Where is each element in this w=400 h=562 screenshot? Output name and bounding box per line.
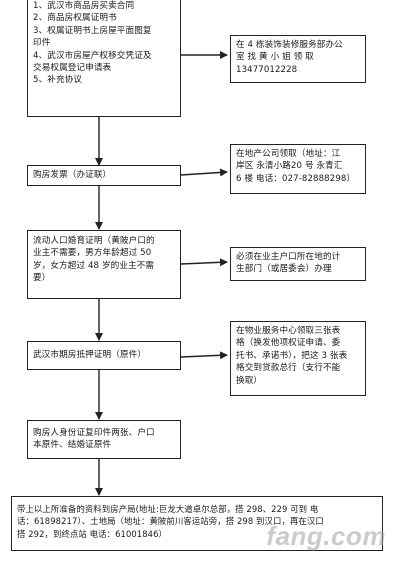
step-3-note-line: 生部门（或居委会）办理 — [236, 264, 332, 275]
step-3-line: 业主不需要，男方年龄超过 50 — [33, 248, 152, 259]
step-1-line: 2、商品房权属证明书 — [33, 13, 117, 24]
step-4-mortgage-box: 武汉市期房抵押证明（原件） — [27, 341, 181, 370]
step-4-note-line: 换取） — [236, 375, 263, 386]
step-2-note-line: 在地产公司领取（地址：江 — [236, 149, 341, 159]
step-1-line: 5、补充协议 — [33, 75, 83, 86]
step-3-line: 岁，女方超过 48 岁的业主不需 — [33, 260, 155, 271]
step-5-line: 购房人身份证复印件两张、户口 — [33, 428, 155, 438]
step-2-note-line: 岸区 永清小路20 号 永青汇 — [236, 161, 343, 172]
step-2-note-line: 6 楼 电话：027-82888298） — [236, 173, 356, 184]
step-1-line: 印件 — [33, 38, 51, 49]
step-4-note-line: 托书、承诺书），把这 3 张表 — [236, 350, 348, 361]
step-1-line: 3、权属证明书上房屋平面图复 — [33, 25, 152, 36]
arrow-right-4 — [180, 351, 228, 360]
step-2-line: 购房发票（办证联） — [33, 170, 112, 180]
arrow-right-3 — [180, 258, 228, 267]
step-1-line: 4、武汉市房屋产权移交凭证及 — [33, 50, 152, 61]
watermark-dot: . — [323, 521, 332, 551]
step-3-note-line: 必须在业主户口所在地的计 — [236, 252, 341, 262]
step-4-note-line: 格交到贷款总行（支行不能 — [236, 363, 341, 374]
step-6-line: 带上以上所准备的资料到房产局(地址:巨龙大道卓尔总部，搭 298、229 可到 … — [17, 504, 319, 514]
watermark-prefix: fang — [266, 521, 324, 551]
fang-watermark-logo: fang.com — [266, 521, 386, 552]
step-4-note-line: 格（换发他项权证申请、委 — [236, 338, 341, 349]
arrow-right-2 — [180, 168, 228, 177]
step-4-side-note: 在物业服务中心领取三张表 格（换发他项权证申请、委 托书、承诺书），把这 3 张… — [230, 321, 366, 396]
step-3-line: 流动人口婚育证明（黄陂户口的 — [33, 236, 155, 246]
step-3-fertility-box: 流动人口婚育证明（黄陂户口的 业主不需要，男方年龄超过 50 岁，女方超过 48… — [27, 230, 181, 299]
step-5-id-docs-box: 购房人身份证复印件两张、户口 本原件、结婚证原件 — [27, 420, 181, 459]
watermark-suffix: com — [331, 521, 386, 551]
step-1-documents-box: 1、武汉市商品房买卖合同 2、商品房权属证明书 3、权属证明书上房屋平面图复 印… — [27, 0, 181, 117]
step-5-line: 本原件、结婚证原件 — [33, 440, 112, 451]
step-1-line: 1、武汉市商品房买卖合同 — [33, 1, 135, 11]
step-6-line: 搭 292，到终点站 电话：61001846） — [17, 528, 167, 539]
step-2-side-note: 在地产公司领取（地址：江 岸区 永清小路20 号 永青汇 6 楼 电话：027-… — [230, 144, 366, 194]
step-4-line: 武汉市期房抵押证明（原件） — [33, 350, 147, 360]
step-6-line: 话：61898217）、土地局（地址：黄陂前川客运站旁，搭 298 到汉口，再在… — [17, 516, 324, 527]
step-4-note-line: 在物业服务中心领取三张表 — [236, 326, 341, 336]
step-3-side-note: 必须在业主户口所在地的计 生部门（或居委会）办理 — [230, 247, 366, 281]
step-3-line: 要） — [33, 273, 51, 284]
step-1-note-line: 13477012228 — [236, 64, 298, 75]
step-1-line: 交易权属登记申请表 — [33, 63, 112, 74]
step-1-note-line: 室 找 黄 小 姐 领 取 — [236, 52, 314, 63]
step-6-final-box: 带上以上所准备的资料到房产局(地址:巨龙大道卓尔总部，搭 298、229 可到 … — [11, 496, 383, 551]
step-2-invoice-box: 购房发票（办证联） — [27, 165, 181, 186]
step-1-side-note: 在 4 栋装饰装修服务部办公 室 找 黄 小 姐 领 取 13477012228 — [230, 35, 366, 83]
step-1-note-line: 在 4 栋装饰装修服务部办公 — [236, 40, 343, 50]
